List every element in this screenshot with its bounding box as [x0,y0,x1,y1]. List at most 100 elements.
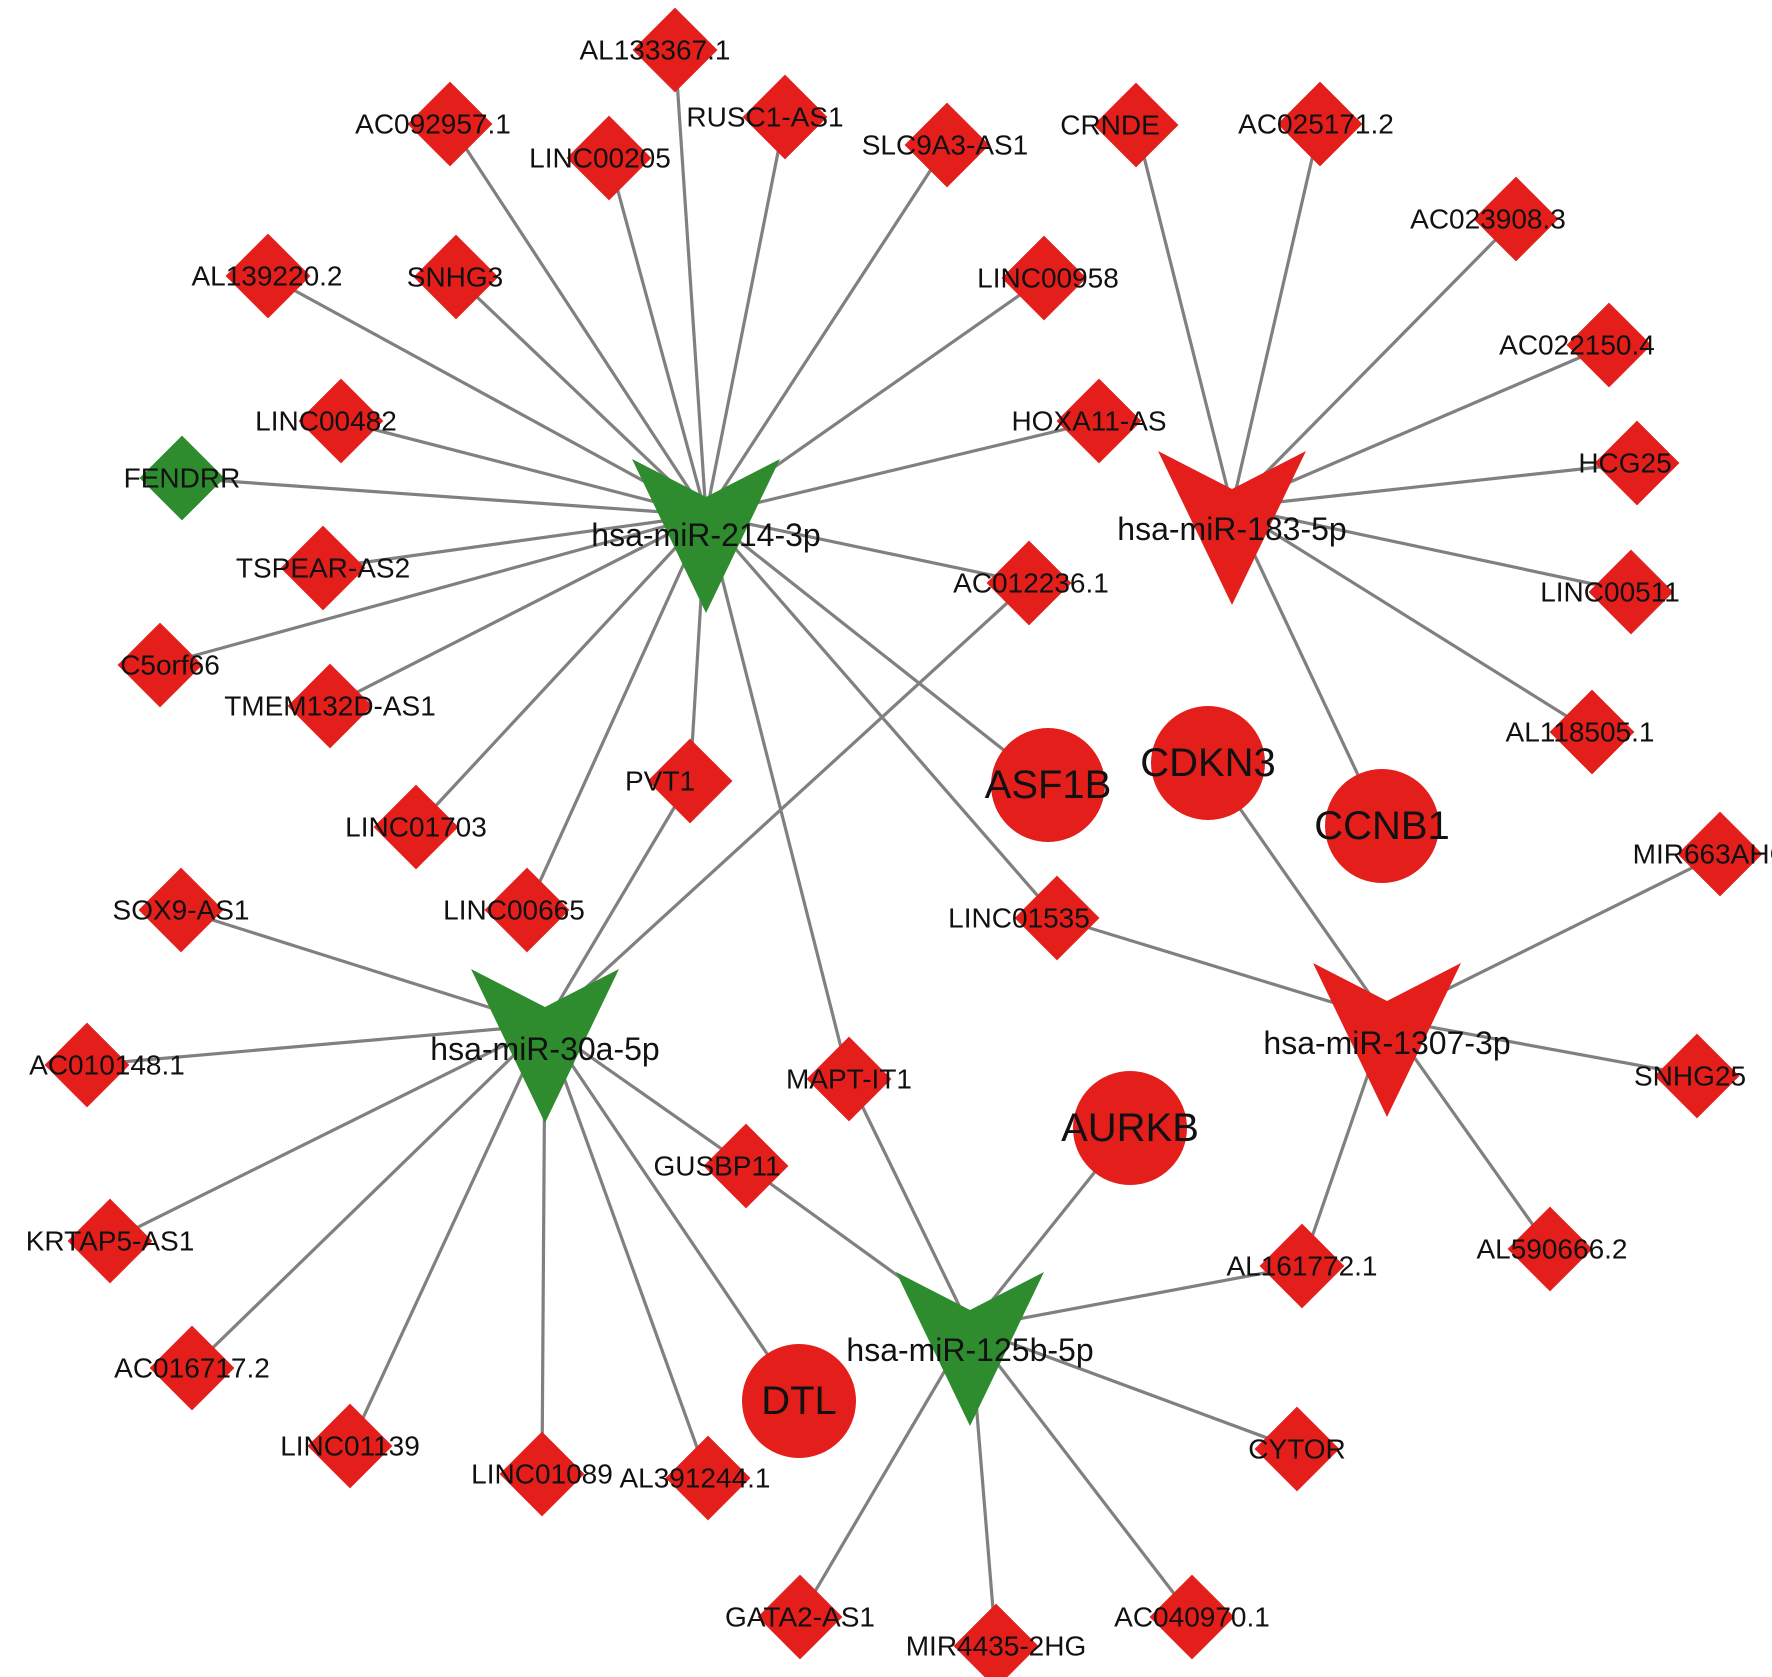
lncrna-label-ac010148-1: AC010148.1 [29,1050,185,1081]
lncrna-label-linc01139: LINC01139 [280,1431,420,1462]
lncrna-label-ac022150-4: AC022150.4 [1499,330,1655,361]
lncrna-label-krtap5-as1: KRTAP5-AS1 [26,1226,195,1257]
mrna-label-ccnb1: CCNB1 [1314,804,1450,848]
lncrna-label-linc01703: LINC01703 [345,812,487,843]
mrna-node-ccnb1[interactable] [1325,769,1439,883]
edge-m214-asf1b [705,513,1049,787]
lncrna-node-pvt1[interactable] [647,738,733,824]
edge-m183-ac025171-2 [1230,123,1322,508]
lncrna-label-pvt1: PVT1 [625,766,695,797]
edge-m214-mapt-it1 [704,514,851,1080]
label-layer: AL133367.1AC092957.1LINC00205RUSC1-AS1SL… [26,35,1772,1662]
lncrna-node-rusc1-as1[interactable] [742,74,828,160]
lncrna-label-snhg3: SNHG3 [407,262,503,293]
lncrna-node-snhg3[interactable] [413,234,499,320]
lncrna-label-linc00665: LINC00665 [443,895,585,926]
lncrna-node-linc00482[interactable] [298,378,384,464]
edge-m214-slc9a3-as1 [704,144,949,516]
edge-m125b-mapt-it1 [847,1078,972,1329]
edge-m214-linc00665 [525,514,708,911]
edge-m214-rusc1-as1 [704,116,787,516]
edge-m214-al133367-1 [673,49,708,516]
lncrna-node-linc00665[interactable] [484,867,570,953]
mrna-label-dtl: DTL [761,1379,837,1423]
edge-m125b-ac040970-1 [968,1327,1194,1618]
lncrna-node-ac092957-1[interactable] [407,81,493,167]
lncrna-label-snhg25: SNHG25 [1634,1061,1746,1092]
lncrna-label-linc00511: LINC00511 [1540,577,1680,608]
lncrna-label-al118505-1: AL118505.1 [1506,717,1655,748]
lncrna-label-linc00958: LINC00958 [977,263,1119,294]
mrna-node-cdkn3[interactable] [1151,706,1265,820]
edge-m125b-al161772-1 [969,1264,1303,1330]
lncrna-label-rusc1-as1: RUSC1-AS1 [686,102,843,133]
mrna-label-asf1b: ASF1B [985,763,1112,807]
edge-m183-al118505-1 [1231,505,1593,734]
lncrna-label-linc01089: LINC01089 [471,1459,613,1490]
edge-m214-linc01703 [414,513,708,829]
mrna-label-cdkn3: CDKN3 [1140,741,1276,785]
edge-m30a-pvt1 [543,780,692,1026]
mirna-node-m1307[interactable] [1313,963,1461,1117]
lncrna-label-fendrr: FENDRR [124,463,241,494]
mirna-label-m125b: hsa-miR-125b-5p [846,1332,1093,1368]
edge-m30a-sox9-as1 [180,908,546,1027]
edge-m183-ac023908-3 [1230,217,1518,509]
edge-m214-ac012236-1 [705,513,1030,585]
lncrna-label-sox9-as1: SOX9-AS1 [113,895,250,926]
edge-m30a-ac016717-2 [190,1023,547,1370]
lncrna-node-slc9a3-as1[interactable] [904,102,990,188]
lncrna-label-hcg25: HCG25 [1578,448,1671,479]
lncrna-node-tspear-as2[interactable] [280,525,366,611]
lncrna-node-tmem132d-as1[interactable] [287,663,373,749]
edge-m183-ccnb1 [1230,506,1384,827]
lncrna-node-sox9-as1[interactable] [138,867,224,953]
edge-m214-linc00482 [340,419,707,517]
lncrna-node-fendrr[interactable] [139,435,225,521]
edge-m1307-snhg25 [1386,1017,1698,1078]
mirna-node-m125b[interactable] [896,1272,1044,1426]
lncrna-label-al139220-2: AL139220.2 [191,261,342,292]
lncrna-label-c5orf66: C5orf66 [120,650,220,681]
node-layer [44,7,1763,1677]
lncrna-label-cytor: CYTOR [1248,1434,1346,1465]
lncrna-node-linc00205[interactable] [566,115,652,201]
mirna-node-m183[interactable] [1158,451,1306,605]
lncrna-label-linc00205: LINC00205 [529,143,671,174]
edge-m214-snhg3 [454,275,708,517]
lncrna-label-ac092957-1: AC092957.1 [355,109,511,140]
edge-m214-al139220-2 [267,274,707,517]
lncrna-node-c5orf66[interactable] [117,622,203,708]
mirna-node-m30a[interactable] [471,969,619,1123]
edge-m183-crnde [1134,124,1234,508]
edge-m214-ac092957-1 [448,123,708,516]
mrna-node-dtl[interactable] [742,1344,856,1458]
lncrna-node-al133367-1[interactable] [632,7,718,93]
edge-m183-ac022150-4 [1231,343,1610,509]
lncrna-label-slc9a3-as1: SLC9A3-AS1 [862,130,1029,161]
mrna-node-aurkb[interactable] [1073,1071,1187,1185]
edge-m183-linc00511 [1231,505,1632,594]
lncrna-label-ac040970-1: AC040970.1 [1114,1602,1270,1633]
edge-m30a-ac012236-1 [543,581,1031,1027]
lncrna-label-hoxa11-as: HOXA11-AS [1011,406,1166,437]
edge-m30a-linc01139 [348,1024,547,1447]
lncrna-label-tmem132d-as1: TMEM132D-AS1 [224,691,436,722]
edge-m214-tspear-as2 [322,513,707,570]
lncrna-node-linc01703[interactable] [373,784,459,870]
edge-m214-fendrr [181,476,707,517]
lncrna-label-mapt-it1: MAPT-IT1 [786,1064,912,1095]
lncrna-label-ac012236-1: AC012236.1 [953,568,1109,599]
edge-m30a-krtap5-as1 [109,1023,546,1243]
lncrna-label-tspear-as2: TSPEAR-AS2 [236,553,410,584]
mirna-node-m214[interactable] [632,459,780,613]
lncrna-label-linc00482: LINC00482 [255,406,397,437]
edge-m30a-ac010148-1 [86,1023,546,1067]
lncrna-label-al161772-1: AL161772.1 [1226,1251,1377,1282]
mrna-node-asf1b[interactable] [991,728,1105,842]
lncrna-label-mir4435-2hg: MIR4435-2HG [906,1631,1087,1662]
lncrna-label-ac023908-3: AC023908.3 [1410,204,1566,235]
mrna-label-aurkb: AURKB [1061,1106,1199,1150]
mirna-label-m30a: hsa-miR-30a-5p [430,1031,659,1067]
